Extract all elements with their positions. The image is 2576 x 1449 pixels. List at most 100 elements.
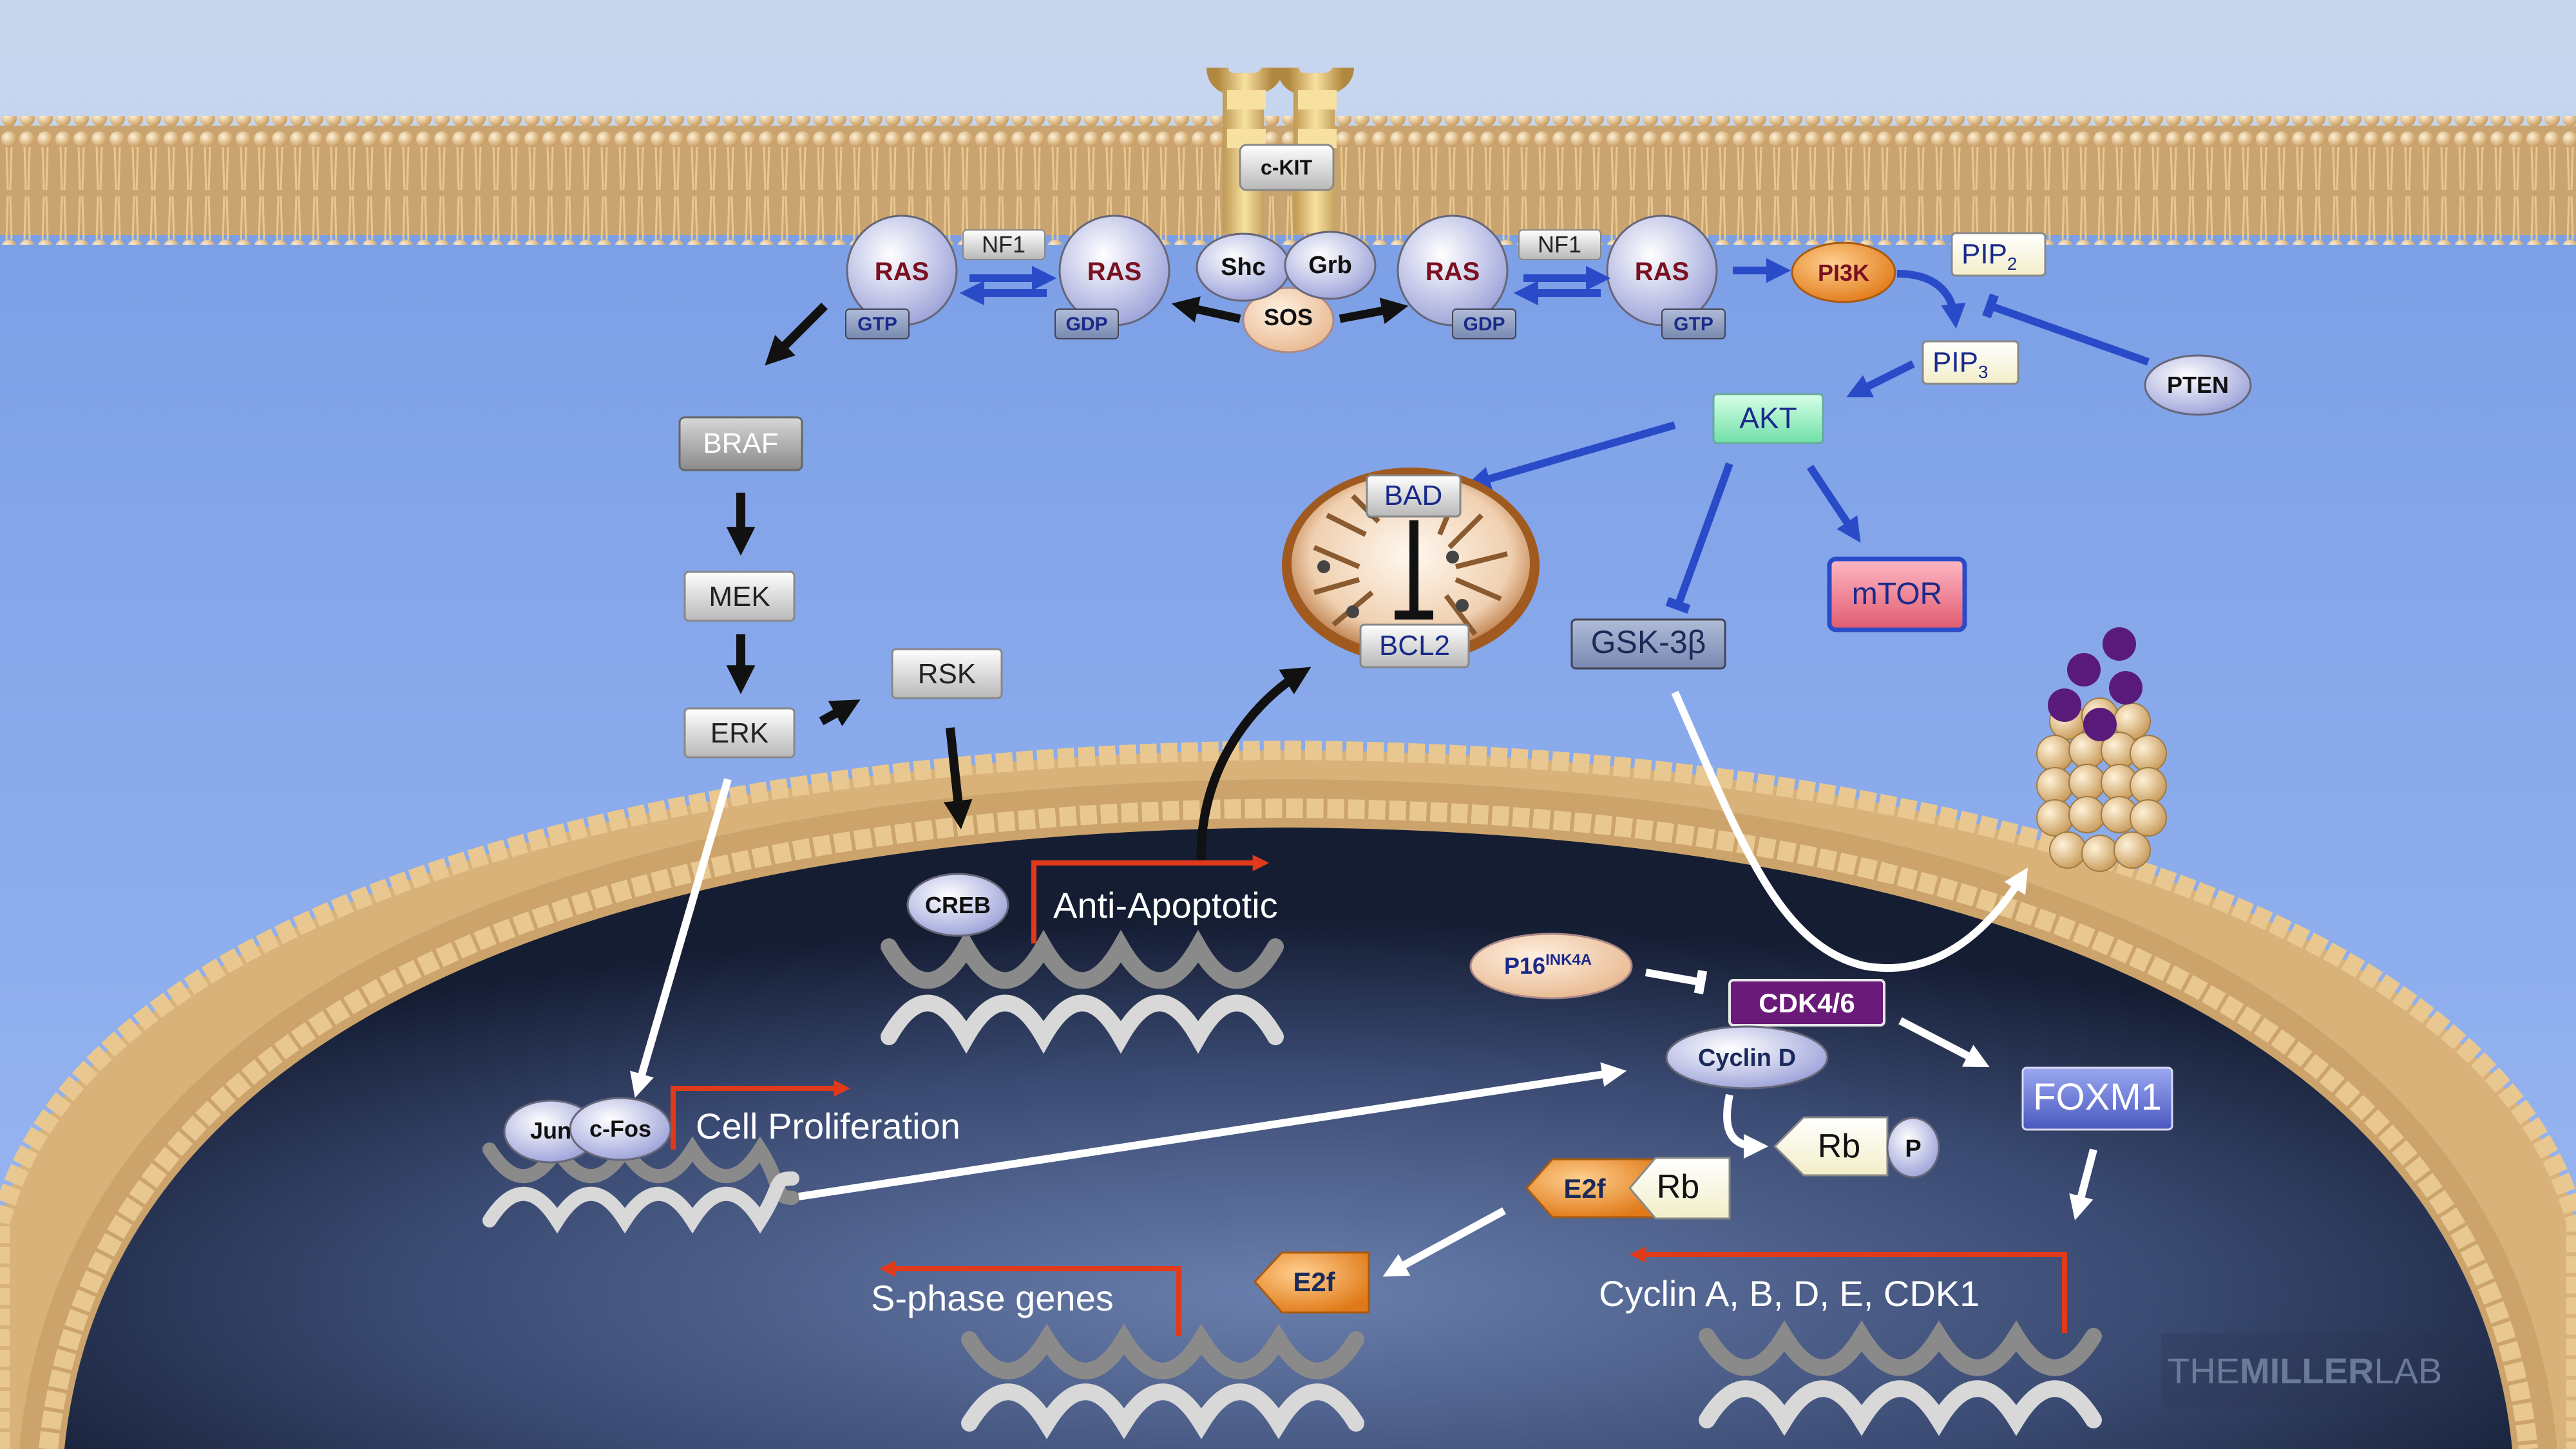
e2f-label-2: E2f [1293,1267,1335,1297]
cdk46-label: CDK4/6 [1759,988,1855,1018]
pip2-text: PIP [1961,238,2007,270]
akt-arrows [1465,421,1861,614]
s-phase-genes-label: S-phase genes [871,1278,1114,1318]
p16-node [1469,933,1633,999]
gtp-label-2: GTP [1674,314,1713,335]
jun-label: Jun [530,1117,571,1144]
nf1-label-2: NF1 [1538,231,1581,258]
cyclin-d-label: Cyclin D [1698,1045,1796,1072]
grb-label: Grb [1308,252,1352,279]
creb-label: CREB [925,892,991,918]
sos-arrows [1171,296,1409,325]
cell-proliferation-label: Cell Proliferation [696,1106,960,1146]
nf1-box-right [1518,229,1601,260]
braf-box [678,416,803,471]
ras-gdp-right [1397,214,1516,339]
white-arrows [630,690,2097,1277]
cyclin-d-node [1665,1025,1829,1090]
erk-label: ERK [711,717,768,749]
watermark: THEMILLERLAB [2161,1333,2461,1407]
ras-label-4: RAS [1635,258,1689,286]
p16-superscript: INK4A [1545,951,1592,969]
pi3k-label: PI3K [1818,260,1869,286]
mapk-arrows [726,303,1312,864]
watermark-lab: LAB [2374,1350,2442,1391]
proteasome [2036,627,2167,872]
bcl2-box [1359,623,1470,668]
sos-label: SOS [1264,304,1313,330]
plasma-membrane [0,116,2576,245]
pip3-subscript: 3 [1978,362,1989,382]
cyclins-label: Cyclin A, B, D, E, CDK1 [1599,1273,1980,1314]
pip3-label: PIP3 [1932,346,1989,382]
pip2-label: PIP2 [1961,238,2018,274]
cdk46-box [1728,979,1885,1027]
dna-creb [881,929,1284,1054]
watermark-miller: MILLER [2240,1350,2374,1391]
rb-node-2 [1628,1157,1731,1220]
pten-node [2144,354,2252,416]
watermark-text: THEMILLERLAB [2168,1350,2442,1391]
cfos-node [569,1097,672,1161]
bad-label: BAD [1384,480,1442,511]
mitochondrion [1282,468,1540,663]
ckit-label: c-KIT [1261,156,1312,179]
mek-label: MEK [709,581,770,612]
gsk3b-box [1570,618,1726,670]
transcription-arrows [671,855,2067,1336]
ras-label-3: RAS [1426,258,1480,286]
p16-text: P16 [1504,952,1545,979]
erk-box [683,707,796,759]
pi3k-arrows [1733,258,2150,397]
shc-label: Shc [1221,254,1266,281]
nf1-box-left [962,229,1045,260]
braf-label: BRAF [703,428,778,459]
ras-label-1: RAS [875,258,929,286]
ras-label-2: RAS [1087,258,1141,286]
watermark-the: THE [2168,1350,2240,1391]
pip2-box [1951,232,2046,277]
ras-gtp-right [1606,214,1726,339]
gsk3b-label: GSK-3β [1591,624,1706,660]
cfos-label: c-Fos [589,1115,651,1142]
pten-label: PTEN [2167,372,2229,398]
rb-label-2: Rb [1657,1168,1699,1206]
ras-gdp-left [1054,214,1170,339]
nucleus [0,740,2576,1449]
gtp-label-1: GTP [857,314,897,335]
e2f-node-2 [1253,1251,1370,1314]
pip3-box [1922,340,2019,385]
akt-label: AKT [1739,401,1797,435]
bcl2-label: BCL2 [1379,630,1450,661]
phosphate-node [1886,1117,1940,1179]
ras-gtp-left [845,214,958,339]
dna-cyclins [1699,1320,2102,1436]
mtor-box [1827,556,1967,632]
foxm1-box [2021,1066,2173,1131]
rsk-label: RSK [918,658,976,690]
anti-apoptotic-label: Anti-Apoptotic [1053,885,1278,925]
pip2-subscript: 2 [2007,254,2018,274]
bad-box [1366,474,1462,518]
foxm1-label: FOXM1 [2033,1076,2162,1118]
adaptor-complex [1196,231,1377,354]
ras-exchange-arrows [959,265,1611,306]
e2f-label-1: E2f [1563,1173,1606,1204]
dna-sphase [961,1323,1364,1439]
rb-label-1: Rb [1818,1128,1860,1165]
p16-label: P16INK4A [1504,951,1592,979]
ckit-receptor [1207,66,1354,233]
pi3k-node [1791,242,1896,303]
phosphate-label: P [1905,1135,1921,1162]
gdp-label-2: GDP [1463,314,1505,335]
mtor-label: mTOR [1852,577,1942,611]
rsk-box [891,648,1003,699]
creb-node [906,873,1009,937]
pip3-text: PIP [1932,346,1978,378]
nf1-label-1: NF1 [982,231,1026,258]
akt-box [1712,393,1824,444]
gdp-label-1: GDP [1065,314,1107,335]
mek-box [683,571,796,622]
